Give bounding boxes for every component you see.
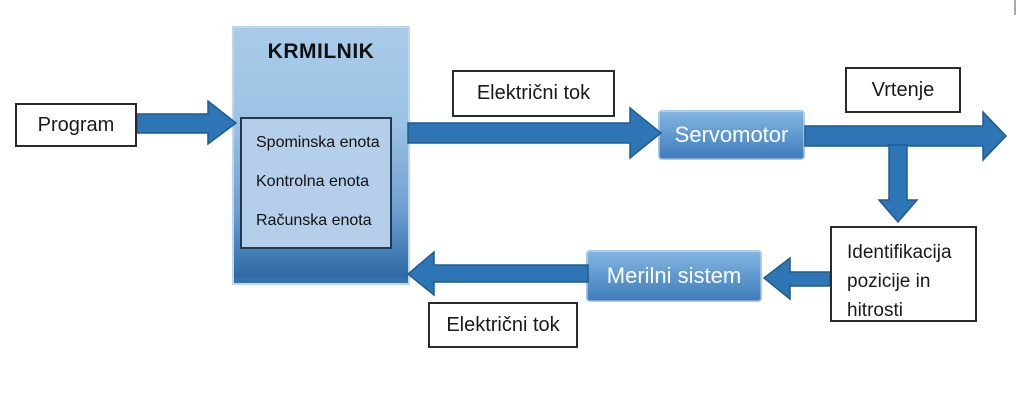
unit-kontrolna: Kontrolna enota — [256, 172, 369, 190]
servomotor-box: Servomotor — [658, 110, 805, 160]
scrollbar-artifact — [1014, 0, 1016, 15]
krmilnik-title: KRMILNIK — [267, 40, 375, 63]
identifikacija-box: Identifikacija pozicije in hitrosti — [830, 226, 977, 322]
arrow-program-to-krmilnik — [136, 99, 238, 146]
elektricni-tok-top-box: Električni tok — [452, 70, 615, 117]
elektricni-tok-bottom-box: Električni tok — [428, 302, 578, 348]
krmilnik-units-box: Spominska enota Kontrolna enota Računska… — [240, 117, 392, 249]
arrow-down-to-identifikacija — [877, 144, 919, 224]
merilni-sistem-box: Merilni sistem — [586, 250, 762, 302]
identifikacija-line-1: Identifikacija — [847, 242, 952, 263]
krmilnik-box: KRMILNIK Spominska enota Kontrolna enota… — [232, 26, 410, 285]
arrow-merilni-to-krmilnik — [406, 250, 589, 297]
arrow-servomotor-to-output — [804, 110, 1008, 162]
arrow-identifikacija-to-merilni — [762, 256, 831, 301]
unit-spominska: Spominska enota — [256, 133, 380, 151]
identifikacija-line-2: pozicije in — [847, 271, 931, 292]
vrtenje-box: Vrtenje — [845, 67, 961, 113]
program-box: Program — [15, 103, 137, 147]
unit-racunska: Računska enota — [256, 211, 372, 229]
identifikacija-line-3: hitrosti — [847, 300, 903, 321]
